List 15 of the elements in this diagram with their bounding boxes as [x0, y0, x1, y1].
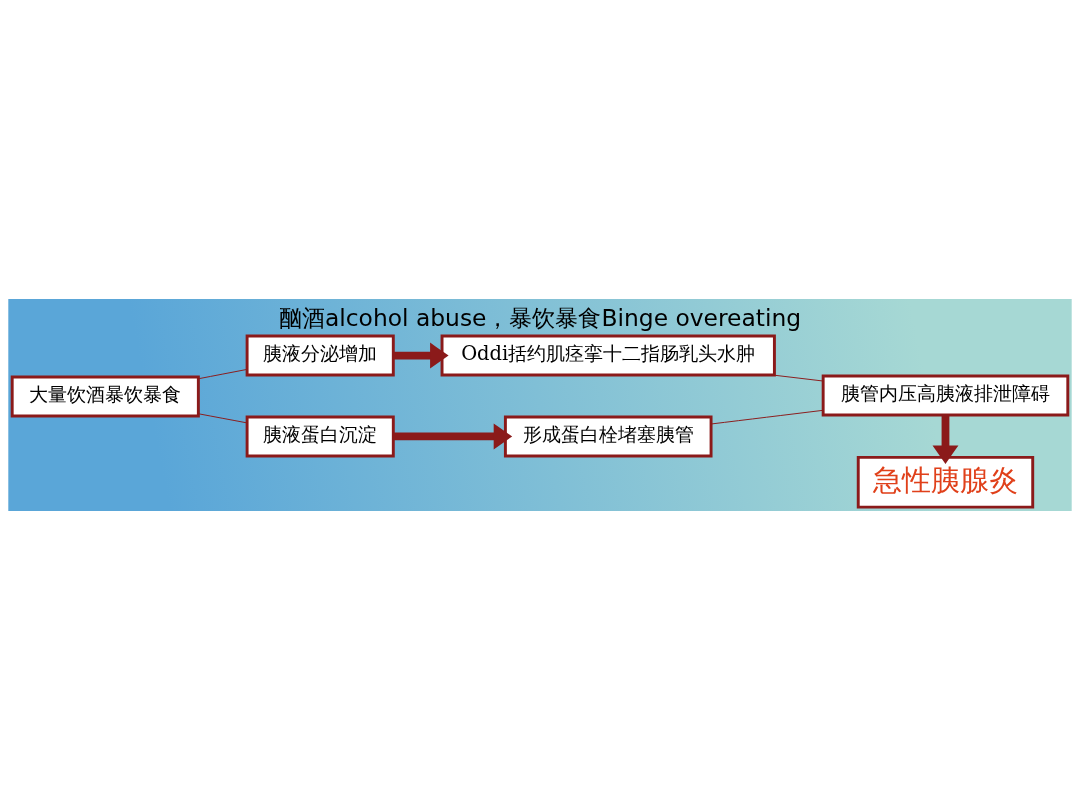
node-box: 大量饮酒暴饮暴食	[10, 375, 200, 418]
arrow	[393, 423, 513, 450]
connector	[710, 409, 824, 425]
connector	[197, 413, 248, 424]
connector	[197, 368, 248, 380]
node-box: 急性胰腺炎	[856, 455, 1035, 509]
arrow	[932, 415, 959, 464]
node-box: 胰液蛋白沉淀	[245, 415, 395, 458]
node-box: 胰管内压高胰液排泄障碍	[821, 374, 1070, 417]
connector	[772, 374, 824, 382]
arrow	[393, 342, 449, 369]
node-box: 形成蛋白栓堵塞胰管	[503, 415, 713, 458]
node-box: 胰液分泌增加	[245, 334, 395, 377]
diagram-title: 酗酒alcohol abuse，暴饮暴食Binge overeating	[278, 303, 802, 332]
node-box: Oddi括约肌痉挛十二指肠乳头水肿	[440, 334, 776, 377]
